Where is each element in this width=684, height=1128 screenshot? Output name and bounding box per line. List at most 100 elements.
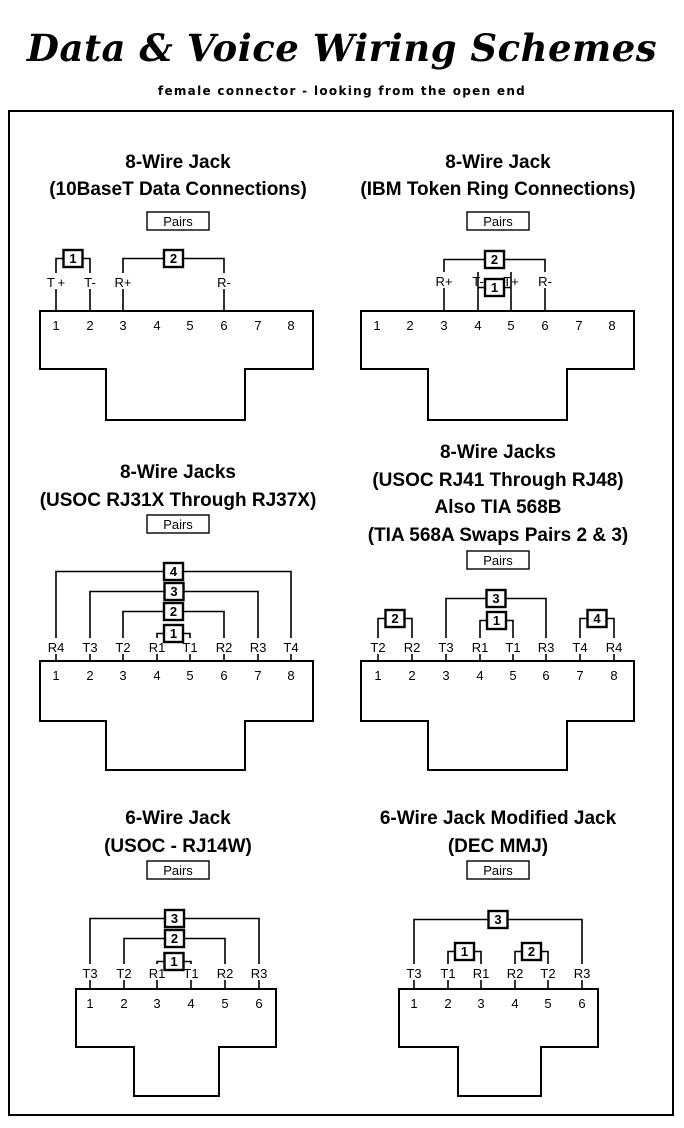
pair-number-box [163, 951, 185, 972]
pair-number-box [163, 581, 185, 602]
pin-number: 5 [507, 318, 514, 333]
pin-number: 2 [86, 318, 93, 333]
wire-label: R2 [217, 966, 234, 981]
wire-label: R3 [251, 966, 268, 981]
wire-label: T3 [82, 966, 97, 981]
diagram-title-line: 8-Wire Jacks [440, 442, 556, 463]
pin-number: 8 [610, 668, 617, 683]
pin-number: 6 [255, 996, 262, 1011]
pair-number: 2 [528, 944, 535, 959]
pair-number-box [483, 277, 506, 298]
diagram-title-line: (USOC RJ31X Through RJ37X) [40, 490, 317, 511]
pin-number: 8 [287, 318, 294, 333]
jack-outline [398, 988, 599, 1097]
pair-number: 3 [171, 911, 178, 926]
diagram-frame [8, 110, 674, 1116]
pair-number-box [453, 941, 476, 962]
pair-number: 4 [593, 611, 601, 626]
jack-outline [360, 660, 635, 771]
pair-number: 1 [491, 280, 498, 295]
diagram-title-line: (DEC MMJ) [448, 836, 548, 857]
pair-number: 2 [170, 604, 177, 619]
pair-number-box [162, 623, 185, 644]
wire-label: T3 [82, 640, 97, 655]
pin-number: 7 [254, 318, 261, 333]
pair-number-box [62, 248, 84, 269]
wire-label: R2 [507, 966, 524, 981]
pair-number-box [384, 608, 406, 629]
wire-label: T2 [115, 640, 130, 655]
wire-label: R2 [404, 640, 421, 655]
diagram-title-line: 6-Wire Jack [125, 808, 231, 829]
pair-number: 3 [170, 584, 177, 599]
page-subtitle: female connector - looking from the open… [157, 84, 527, 98]
wire-label: R3 [538, 640, 555, 655]
wire-label: R1 [149, 966, 166, 981]
pair-number-box [162, 248, 185, 269]
wire-label: R- [217, 275, 231, 290]
wire-label: T2 [540, 966, 555, 981]
wire-label: R4 [48, 640, 65, 655]
pairs-label-box [146, 514, 210, 534]
jack-outline [39, 310, 314, 421]
pin-number: 7 [576, 668, 583, 683]
pairs-label: Pairs [483, 863, 513, 878]
pairs-label-box [146, 860, 210, 880]
diagram-title-line: 8-Wire Jack [445, 152, 551, 173]
wire-label: T1 [440, 966, 455, 981]
pin-number: 8 [287, 668, 294, 683]
pair-number-box [162, 561, 185, 582]
pin-number: 2 [444, 996, 451, 1011]
pin-number: 1 [52, 318, 59, 333]
pin-number: 3 [442, 668, 449, 683]
pin-number: 4 [474, 318, 481, 333]
pin-number: 3 [119, 318, 126, 333]
wire-label: R+ [115, 275, 132, 290]
pin-number: 4 [187, 996, 194, 1011]
pair-number-box [483, 249, 506, 270]
pin-number: 5 [544, 996, 551, 1011]
pin-number: 4 [511, 996, 518, 1011]
wire-label: R3 [250, 640, 267, 655]
wire-label: R3 [574, 966, 591, 981]
pair-number: 1 [170, 626, 177, 641]
wire-label: R1 [472, 640, 489, 655]
pairs-label-box [466, 860, 530, 880]
diagram-title-line: (USOC RJ41 Through RJ48) [372, 470, 623, 491]
pin-number: 3 [440, 318, 447, 333]
wire-label: T2 [116, 966, 131, 981]
pair-number-box [487, 909, 509, 930]
wire-label: R2 [216, 640, 233, 655]
pin-number: 7 [575, 318, 582, 333]
diagram-title-line: (IBM Token Ring Connections) [360, 179, 635, 200]
pin-number: 7 [254, 668, 261, 683]
pair-number-box [163, 908, 186, 929]
pin-number: 3 [477, 996, 484, 1011]
pairs-label: Pairs [163, 863, 193, 878]
diagram-title-line: 6-Wire Jack Modified Jack [380, 808, 617, 829]
pairs-label-box [466, 211, 530, 231]
pin-number: 2 [408, 668, 415, 683]
pin-number: 6 [220, 668, 227, 683]
pin-number: 6 [220, 318, 227, 333]
pin-number: 5 [221, 996, 228, 1011]
page-title: Data & Voice Wiring Schemes [26, 26, 658, 70]
diagram-title-line: 8-Wire Jack [125, 152, 231, 173]
pair-number-box [485, 588, 507, 609]
wire-label: T1 [182, 640, 197, 655]
pin-number: 6 [578, 996, 585, 1011]
wire-label: R4 [606, 640, 623, 655]
pair-number: 2 [170, 251, 177, 266]
pin-number: 2 [406, 318, 413, 333]
pair-number: 3 [492, 591, 499, 606]
wire-label: R1 [149, 640, 166, 655]
pairs-label: Pairs [483, 214, 513, 229]
diagram-title-line: (TIA 568A Swaps Pairs 2 & 3) [368, 525, 628, 546]
pin-number: 8 [608, 318, 615, 333]
pair-number: 3 [494, 912, 501, 927]
pin-number: 2 [86, 668, 93, 683]
wire-label: T2 [370, 640, 385, 655]
wire-label: R+ [436, 274, 453, 289]
diagram-title-line: 8-Wire Jacks [120, 462, 236, 483]
